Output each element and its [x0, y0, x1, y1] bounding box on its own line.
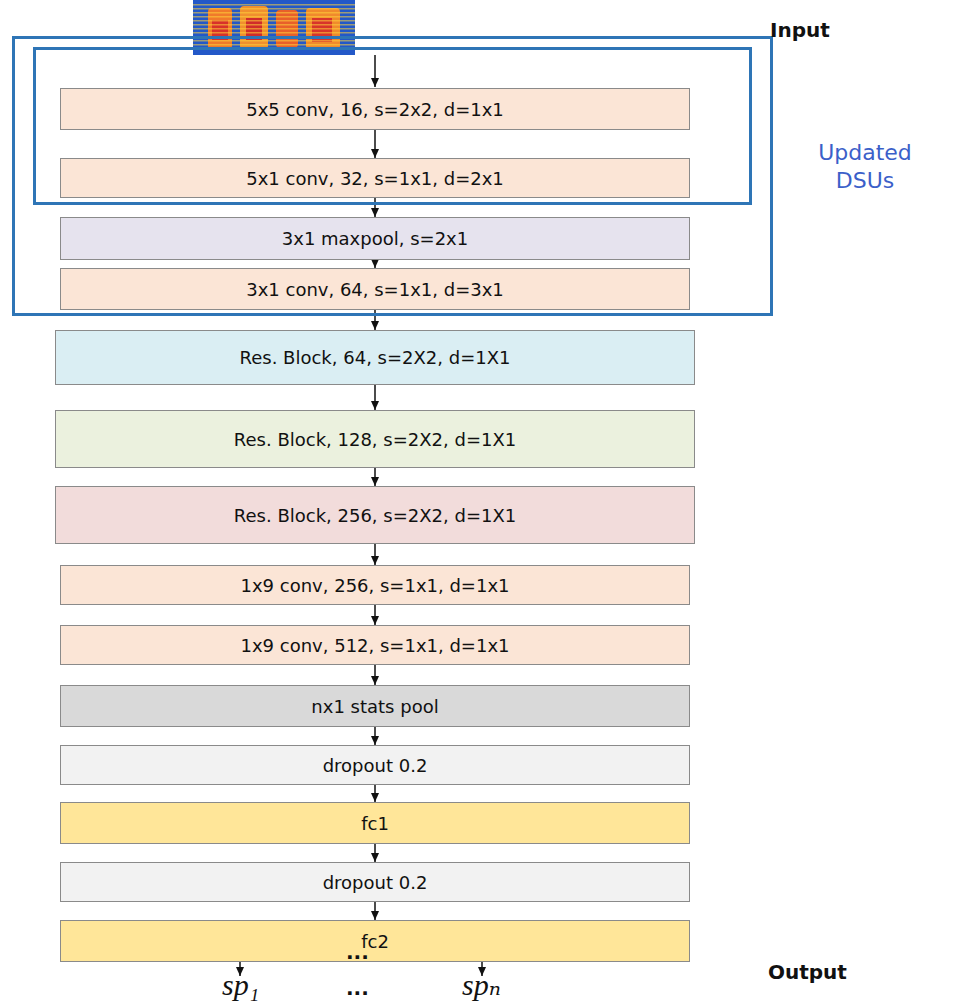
- layer-label: Res. Block, 256, s=2X2, d=1X1: [234, 505, 516, 526]
- conv-layer: 5x1 conv, 32, s=1x1, d=2x1: [60, 158, 690, 198]
- input-label: Input: [770, 18, 830, 42]
- maxpool-layer: 3x1 maxpool, s=2x1: [60, 217, 690, 260]
- layer-label: Res. Block, 128, s=2X2, d=1X1: [234, 429, 516, 450]
- res-block: Res. Block, 128, s=2X2, d=1X1: [55, 410, 695, 468]
- ellipsis: ...: [346, 942, 369, 962]
- output-symbol: spₙ: [462, 970, 501, 1000]
- flow-arrow: [374, 198, 376, 217]
- res-block: Res. Block, 256, s=2X2, d=1X1: [55, 486, 695, 544]
- flow-arrow: [374, 902, 376, 920]
- layer-label: nx1 stats pool: [311, 696, 438, 717]
- pooling-layer: nx1 stats pool: [60, 685, 690, 727]
- output-symbol: sp₁: [222, 970, 259, 1000]
- dsu-group: Updated DSUs5x5 conv, 16, s=2x2, d=1x15x…: [12, 36, 773, 316]
- conv-layer: 1x9 conv, 256, s=1x1, d=1x1: [60, 565, 690, 605]
- dropout-layer: dropout 0.2: [60, 745, 690, 785]
- flow-arrow: [374, 544, 376, 565]
- res-block: Res. Block, 64, s=2X2, d=1X1: [55, 330, 695, 385]
- layer-label: dropout 0.2: [323, 872, 428, 893]
- flow-arrow: [374, 727, 376, 745]
- layer-label: 1x9 conv, 256, s=1x1, d=1x1: [240, 575, 509, 596]
- flow-arrow: [374, 665, 376, 685]
- input-arrow: [374, 55, 376, 87]
- layer-label: fc1: [361, 813, 389, 834]
- fc-layer: fc2: [60, 920, 690, 962]
- layer-label: Res. Block, 64, s=2X2, d=1X1: [240, 347, 511, 368]
- flow-arrow: [374, 785, 376, 802]
- flow-arrow: [374, 468, 376, 486]
- layer-label: 3x1 conv, 64, s=1x1, d=3x1: [246, 279, 504, 300]
- flow-arrow: [374, 130, 376, 158]
- group-heading: Updated DSUs: [818, 139, 912, 194]
- layer-label: 5x1 conv, 32, s=1x1, d=2x1: [246, 168, 504, 189]
- dropout-layer: dropout 0.2: [60, 862, 690, 902]
- flow-arrow: [374, 605, 376, 625]
- updated-dsu-group: 5x5 conv, 16, s=2x2, d=1x1 5x1 conv, 32, …: [33, 47, 752, 205]
- fc-layer: fc1: [60, 802, 690, 844]
- ellipsis: ...: [346, 978, 369, 998]
- conv-layer: 1x9 conv, 512, s=1x1, d=1x1: [60, 625, 690, 665]
- flow-arrow: [374, 385, 376, 410]
- layer-label: 5x5 conv, 16, s=2x2, d=1x1: [246, 99, 504, 120]
- conv-layer: 3x1 conv, 64, s=1x1, d=3x1: [60, 268, 690, 310]
- flow-arrow: [374, 310, 376, 330]
- layer-label: dropout 0.2: [323, 755, 428, 776]
- flow-arrow: [374, 260, 376, 268]
- flow-arrow: [374, 844, 376, 862]
- conv-layer: 5x5 conv, 16, s=2x2, d=1x1: [60, 88, 690, 130]
- layer-label: 1x9 conv, 512, s=1x1, d=1x1: [240, 635, 509, 656]
- output-label: Output: [768, 960, 847, 984]
- layer-label: 3x1 maxpool, s=2x1: [282, 228, 468, 249]
